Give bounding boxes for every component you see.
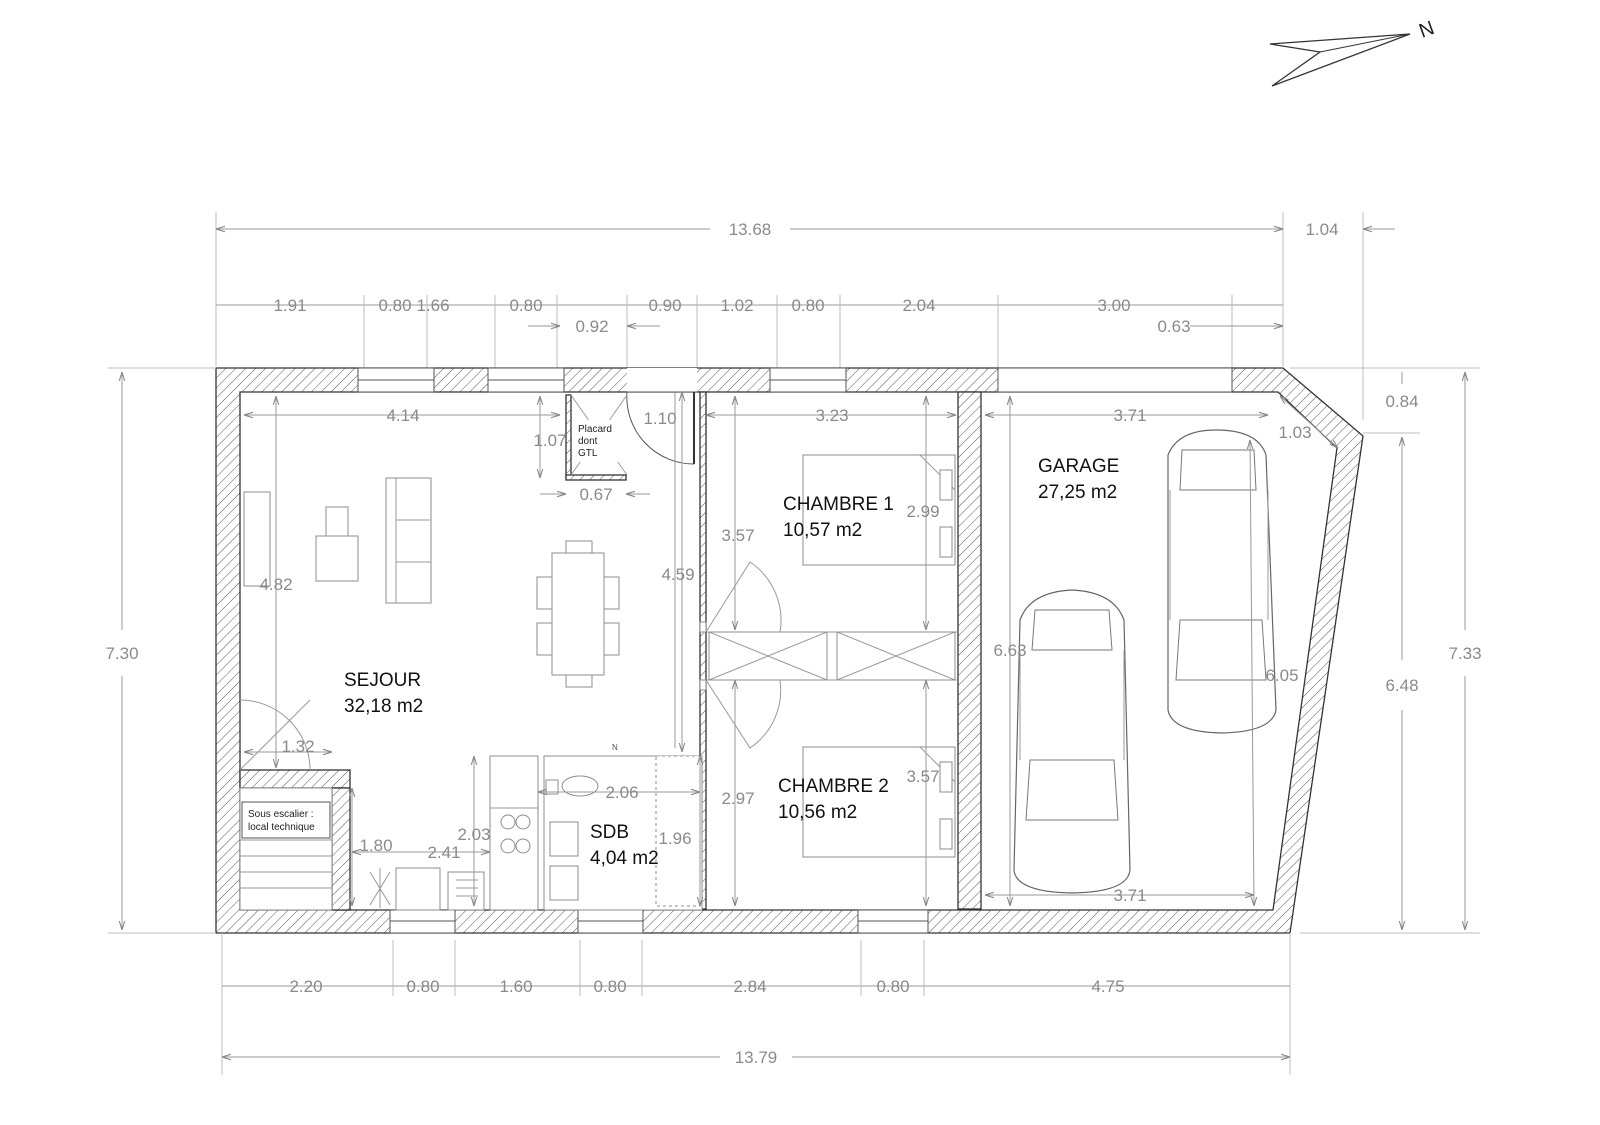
dim-132: 1.32 bbox=[281, 737, 314, 756]
dim-323: 3.23 bbox=[815, 406, 848, 425]
dim-180: 1.80 bbox=[359, 836, 392, 855]
car-right bbox=[1167, 429, 1277, 734]
dim-right-084: 0.84 bbox=[1385, 392, 1418, 411]
dim-bottom-4: 0.80 bbox=[593, 977, 626, 996]
dim-067: 0.67 bbox=[579, 485, 612, 504]
dim-right-648: 6.48 bbox=[1385, 676, 1418, 695]
sejour-furniture: N bbox=[243, 392, 676, 752]
dim-203: 2.03 bbox=[457, 825, 490, 844]
dim-206: 2.06 bbox=[605, 783, 638, 802]
bathroom-kitchen-fixtures bbox=[369, 755, 703, 911]
dim-bottom-total: 13.79 bbox=[735, 1048, 778, 1067]
dim-top-total: 13.68 bbox=[729, 220, 772, 239]
dim-top-6: 1.02 bbox=[720, 296, 753, 315]
dim-414: 4.14 bbox=[386, 406, 419, 425]
note-placard-3: GTL bbox=[578, 448, 598, 459]
interior-dimension-lines bbox=[244, 392, 1338, 906]
dim-297: 2.97 bbox=[721, 789, 754, 808]
interior-dimension-labels: 4.14 1.10 3.23 3.71 1.03 1.07 0.67 4.82 … bbox=[259, 406, 1311, 905]
car-left bbox=[1013, 589, 1131, 894]
dim-top-right: 1.04 bbox=[1305, 220, 1338, 239]
dim-top-9: 3.00 bbox=[1097, 296, 1130, 315]
dim-357-upper: 3.57 bbox=[721, 526, 754, 545]
room-sejour-area: 32,18 m2 bbox=[344, 696, 423, 717]
dim-bottom-2: 0.80 bbox=[406, 977, 439, 996]
dim-103: 1.03 bbox=[1278, 423, 1311, 442]
sous-escalier-steps: Sous escalier : local technique bbox=[239, 699, 333, 911]
dim-663: 6.63 bbox=[993, 641, 1026, 660]
room-sejour-name: SEJOUR bbox=[344, 670, 421, 691]
room-garage-area: 27,25 m2 bbox=[1038, 482, 1117, 503]
dim-459: 4.59 bbox=[661, 565, 694, 584]
note-placard-2: dont bbox=[578, 436, 598, 447]
dim-top-3: 1.66 bbox=[416, 296, 449, 315]
dim-357-lower: 3.57 bbox=[906, 767, 939, 786]
dim-bottom-1: 2.20 bbox=[289, 977, 322, 996]
dim-top-4: 0.80 bbox=[509, 296, 542, 315]
stairs bbox=[699, 561, 958, 749]
dim-196: 1.96 bbox=[658, 829, 691, 848]
dim-241: 2.41 bbox=[427, 843, 460, 862]
placard: Placard dont GTL bbox=[570, 394, 628, 476]
north-arrow-icon: N bbox=[1269, 17, 1437, 87]
north-label: N bbox=[1416, 17, 1437, 43]
dim-605: 6.05 bbox=[1265, 666, 1298, 685]
dim-top-092: 0.92 bbox=[575, 317, 608, 336]
note-sous-escalier-2: local technique bbox=[248, 822, 315, 833]
dim-top-5: 0.90 bbox=[648, 296, 681, 315]
top-ticks bbox=[363, 295, 1233, 370]
dim-top-8: 2.04 bbox=[902, 296, 935, 315]
top-dimensions: 13.68 1.04 1.91 0.80 1.66 0.80 0.90 1.02… bbox=[215, 212, 1395, 420]
dim-bottom-5: 2.84 bbox=[733, 977, 766, 996]
dim-482: 4.82 bbox=[259, 575, 292, 594]
room-chambre2-area: 10,56 m2 bbox=[778, 802, 857, 823]
room-garage-name: GARAGE bbox=[1038, 456, 1119, 477]
dim-top-1: 1.91 bbox=[273, 296, 306, 315]
dim-right-total: 7.33 bbox=[1448, 644, 1481, 663]
dim-left-total: 7.30 bbox=[105, 644, 138, 663]
room-labels: SEJOUR 32,18 m2 CHAMBRE 1 10,57 m2 CHAMB… bbox=[344, 456, 1119, 869]
room-sdb-name: SDB bbox=[590, 822, 629, 843]
room-chambre1-area: 10,57 m2 bbox=[783, 520, 862, 541]
dim-top-063: 0.63 bbox=[1157, 317, 1190, 336]
side-dimensions: 7.30 7.33 0.84 6.48 bbox=[105, 367, 1482, 934]
dim-110: 1.10 bbox=[643, 409, 676, 428]
bottom-dimensions: 2.20 0.80 1.60 0.80 2.84 0.80 4.75 13.79 bbox=[221, 933, 1291, 1075]
bedroom-furniture bbox=[802, 454, 956, 858]
dim-bottom-7: 4.75 bbox=[1091, 977, 1124, 996]
room-sdb-area: 4,04 m2 bbox=[590, 848, 659, 869]
entrance-door bbox=[626, 368, 697, 465]
dim-bottom-3: 1.60 bbox=[499, 977, 532, 996]
dim-107: 1.07 bbox=[533, 431, 566, 450]
dim-299: 2.99 bbox=[906, 502, 939, 521]
dim-bottom-6: 0.80 bbox=[876, 977, 909, 996]
dim-top-2: 0.80 bbox=[378, 296, 411, 315]
exterior-walls bbox=[215, 367, 1364, 934]
windows bbox=[357, 367, 1233, 934]
dim-371-top: 3.71 bbox=[1113, 406, 1146, 425]
note-sous-escalier-1: Sous escalier : bbox=[248, 809, 314, 820]
room-chambre1-name: CHAMBRE 1 bbox=[783, 494, 894, 515]
dim-top-7: 0.80 bbox=[791, 296, 824, 315]
dim-371-bottom: 3.71 bbox=[1113, 886, 1146, 905]
mini-north-icon: N bbox=[612, 743, 618, 752]
note-placard-1: Placard bbox=[578, 424, 612, 435]
room-chambre2-name: CHAMBRE 2 bbox=[778, 776, 889, 797]
